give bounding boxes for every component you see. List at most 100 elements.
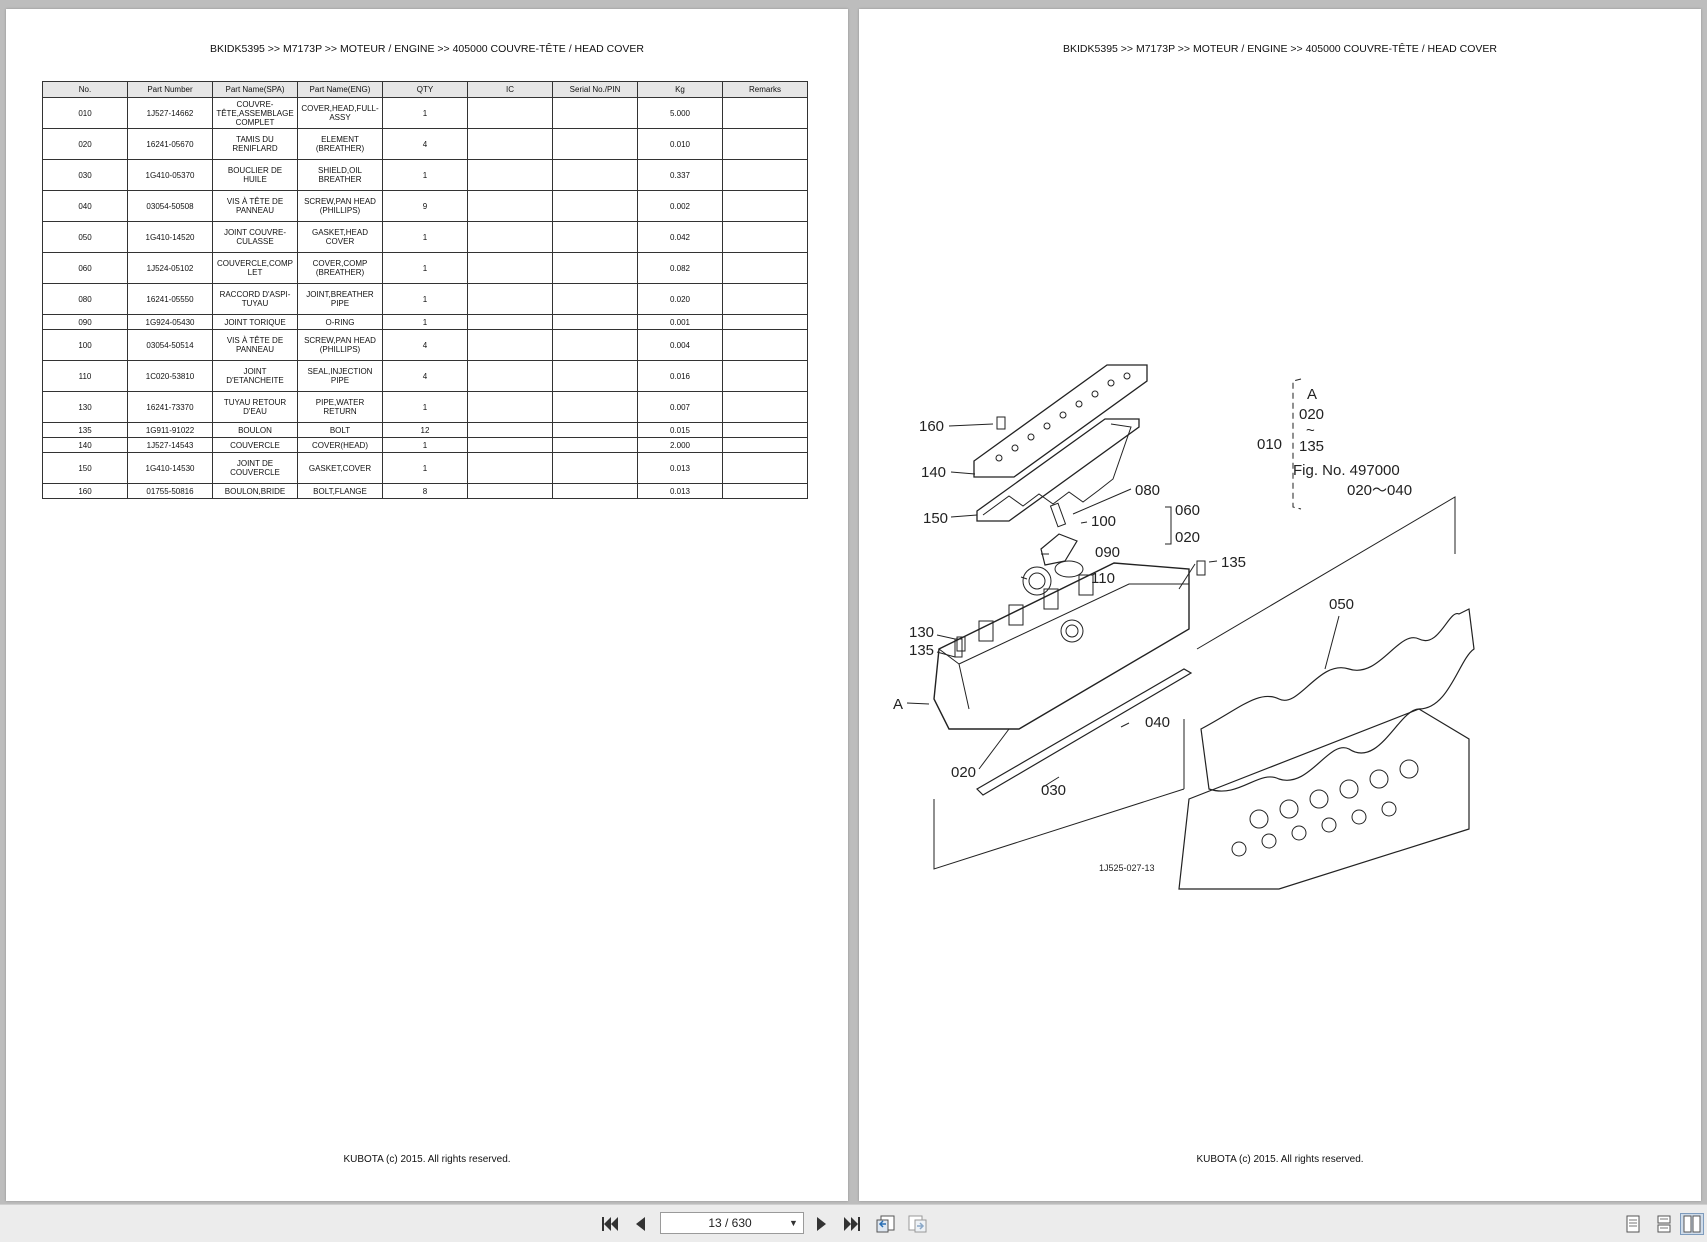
cell-serial xyxy=(552,391,638,423)
cell-serial xyxy=(552,360,638,392)
first-page-icon xyxy=(602,1217,618,1231)
cell-kg: 0.337 xyxy=(637,159,723,191)
callout-160: 160 xyxy=(919,418,944,435)
cell-name-spa: RACCORD D'ASPI-TUYAU xyxy=(212,283,298,315)
prev-page-button[interactable] xyxy=(628,1213,652,1235)
prev-page-icon xyxy=(636,1217,645,1231)
cell-serial xyxy=(552,483,638,499)
cell-name-spa: JOINT TORIQUE xyxy=(212,314,298,330)
cell-qty: 1 xyxy=(382,159,468,191)
first-page-button[interactable] xyxy=(598,1213,622,1235)
cell-part-number: 1G410-14520 xyxy=(127,221,213,253)
cell-name-spa: JOINT DE COUVERCLE xyxy=(212,452,298,484)
cell-name-spa: BOUCLIER DE HUILE xyxy=(212,159,298,191)
cell-name-spa: BOULON xyxy=(212,422,298,438)
col-header-name-spa: Part Name(SPA) xyxy=(212,81,298,98)
cell-qty: 1 xyxy=(382,452,468,484)
cell-name-spa: VIS À TÊTE DE PANNEAU xyxy=(212,329,298,361)
cell-no: 030 xyxy=(42,159,128,191)
cell-kg: 0.042 xyxy=(637,221,723,253)
cell-part-number: 1J527-14543 xyxy=(127,437,213,453)
callout-150: 150 xyxy=(923,510,948,527)
cell-ic xyxy=(467,159,553,191)
cell-kg: 0.001 xyxy=(637,314,723,330)
continuous-view-button[interactable] xyxy=(1652,1213,1676,1235)
cell-remarks xyxy=(722,329,808,361)
cell-part-number: 1J527-14662 xyxy=(127,97,213,129)
cell-name-eng: SCREW,PAN HEAD (PHILLIPS) xyxy=(297,190,383,222)
callout-050: 050 xyxy=(1329,596,1354,613)
callout-090: 090 xyxy=(1095,544,1120,561)
note-range-bottom: 135 xyxy=(1299,438,1324,455)
cell-remarks xyxy=(722,190,808,222)
last-page-button[interactable] xyxy=(840,1213,864,1235)
next-page-icon xyxy=(817,1217,826,1231)
callout-130: 130 xyxy=(909,624,934,641)
cell-remarks xyxy=(722,159,808,191)
cell-part-number: 16241-05670 xyxy=(127,128,213,160)
cell-serial xyxy=(552,314,638,330)
cell-ic xyxy=(467,314,553,330)
cell-remarks xyxy=(722,452,808,484)
cell-no: 100 xyxy=(42,329,128,361)
diagram-frame-right xyxy=(1196,496,1456,650)
cell-no: 080 xyxy=(42,283,128,315)
cell-kg: 2.000 xyxy=(637,437,723,453)
col-header-kg: Kg xyxy=(637,81,723,98)
go-back-icon xyxy=(876,1215,895,1233)
cell-kg: 0.020 xyxy=(637,283,723,315)
cell-no: 140 xyxy=(42,437,128,453)
page-left: BKIDK5395 >> M7173P >> MOTEUR / ENGINE >… xyxy=(6,9,848,1201)
top-cover-plate xyxy=(973,364,1148,478)
go-forward-button[interactable] xyxy=(906,1213,930,1235)
cell-qty: 9 xyxy=(382,190,468,222)
cell-ic xyxy=(467,252,553,284)
col-header-part-number: Part Number xyxy=(127,81,213,98)
cell-ic xyxy=(467,190,553,222)
cell-part-number: 03054-50508 xyxy=(127,190,213,222)
cell-no: 050 xyxy=(42,221,128,253)
page-number-select[interactable]: 13 / 630 ▼ xyxy=(660,1212,804,1234)
continuous-view-icon xyxy=(1657,1215,1671,1233)
page-right: BKIDK5395 >> M7173P >> MOTEUR / ENGINE >… xyxy=(859,9,1701,1201)
cell-part-number: 1G924-05430 xyxy=(127,314,213,330)
cell-remarks xyxy=(722,97,808,129)
cell-remarks xyxy=(722,422,808,438)
cell-ic xyxy=(467,221,553,253)
col-header-remarks: Remarks xyxy=(722,81,808,98)
cell-part-number: 01755-50816 xyxy=(127,483,213,499)
page-header: BKIDK5395 >> M7173P >> MOTEUR / ENGINE >… xyxy=(210,43,644,55)
cell-ic xyxy=(467,452,553,484)
head-cover-body xyxy=(933,562,1190,730)
single-page-view-button[interactable] xyxy=(1621,1213,1645,1235)
cylinder-head-block xyxy=(1178,708,1470,890)
cell-name-eng: COVER,COMP (BREATHER) xyxy=(297,252,383,284)
facing-view-button[interactable] xyxy=(1680,1213,1704,1235)
next-page-button[interactable] xyxy=(810,1213,834,1235)
cell-part-number: 1G410-14530 xyxy=(127,452,213,484)
cell-name-eng: GASKET,COVER xyxy=(297,452,383,484)
fig-range: 020～040 xyxy=(1347,482,1412,499)
cell-no: 090 xyxy=(42,314,128,330)
cell-part-number: 16241-05550 xyxy=(127,283,213,315)
callout-030: 030 xyxy=(1041,782,1066,799)
cell-qty: 1 xyxy=(382,252,468,284)
cell-ic xyxy=(467,360,553,392)
callout-020-lower: 020 xyxy=(951,764,976,781)
col-header-no: No. xyxy=(42,81,128,98)
cell-name-eng: COVER,HEAD,FULL-ASSY xyxy=(297,97,383,129)
exploded-parts-diagram: 160 140 150 080 100 060 090 020 110 135 … xyxy=(893,364,1475,890)
viewer-toolbar: 13 / 630 ▼ xyxy=(0,1204,1707,1242)
oil-shield xyxy=(976,668,1193,796)
col-header-ic: IC xyxy=(467,81,553,98)
cell-kg: 0.082 xyxy=(637,252,723,284)
go-back-button[interactable] xyxy=(874,1213,898,1235)
